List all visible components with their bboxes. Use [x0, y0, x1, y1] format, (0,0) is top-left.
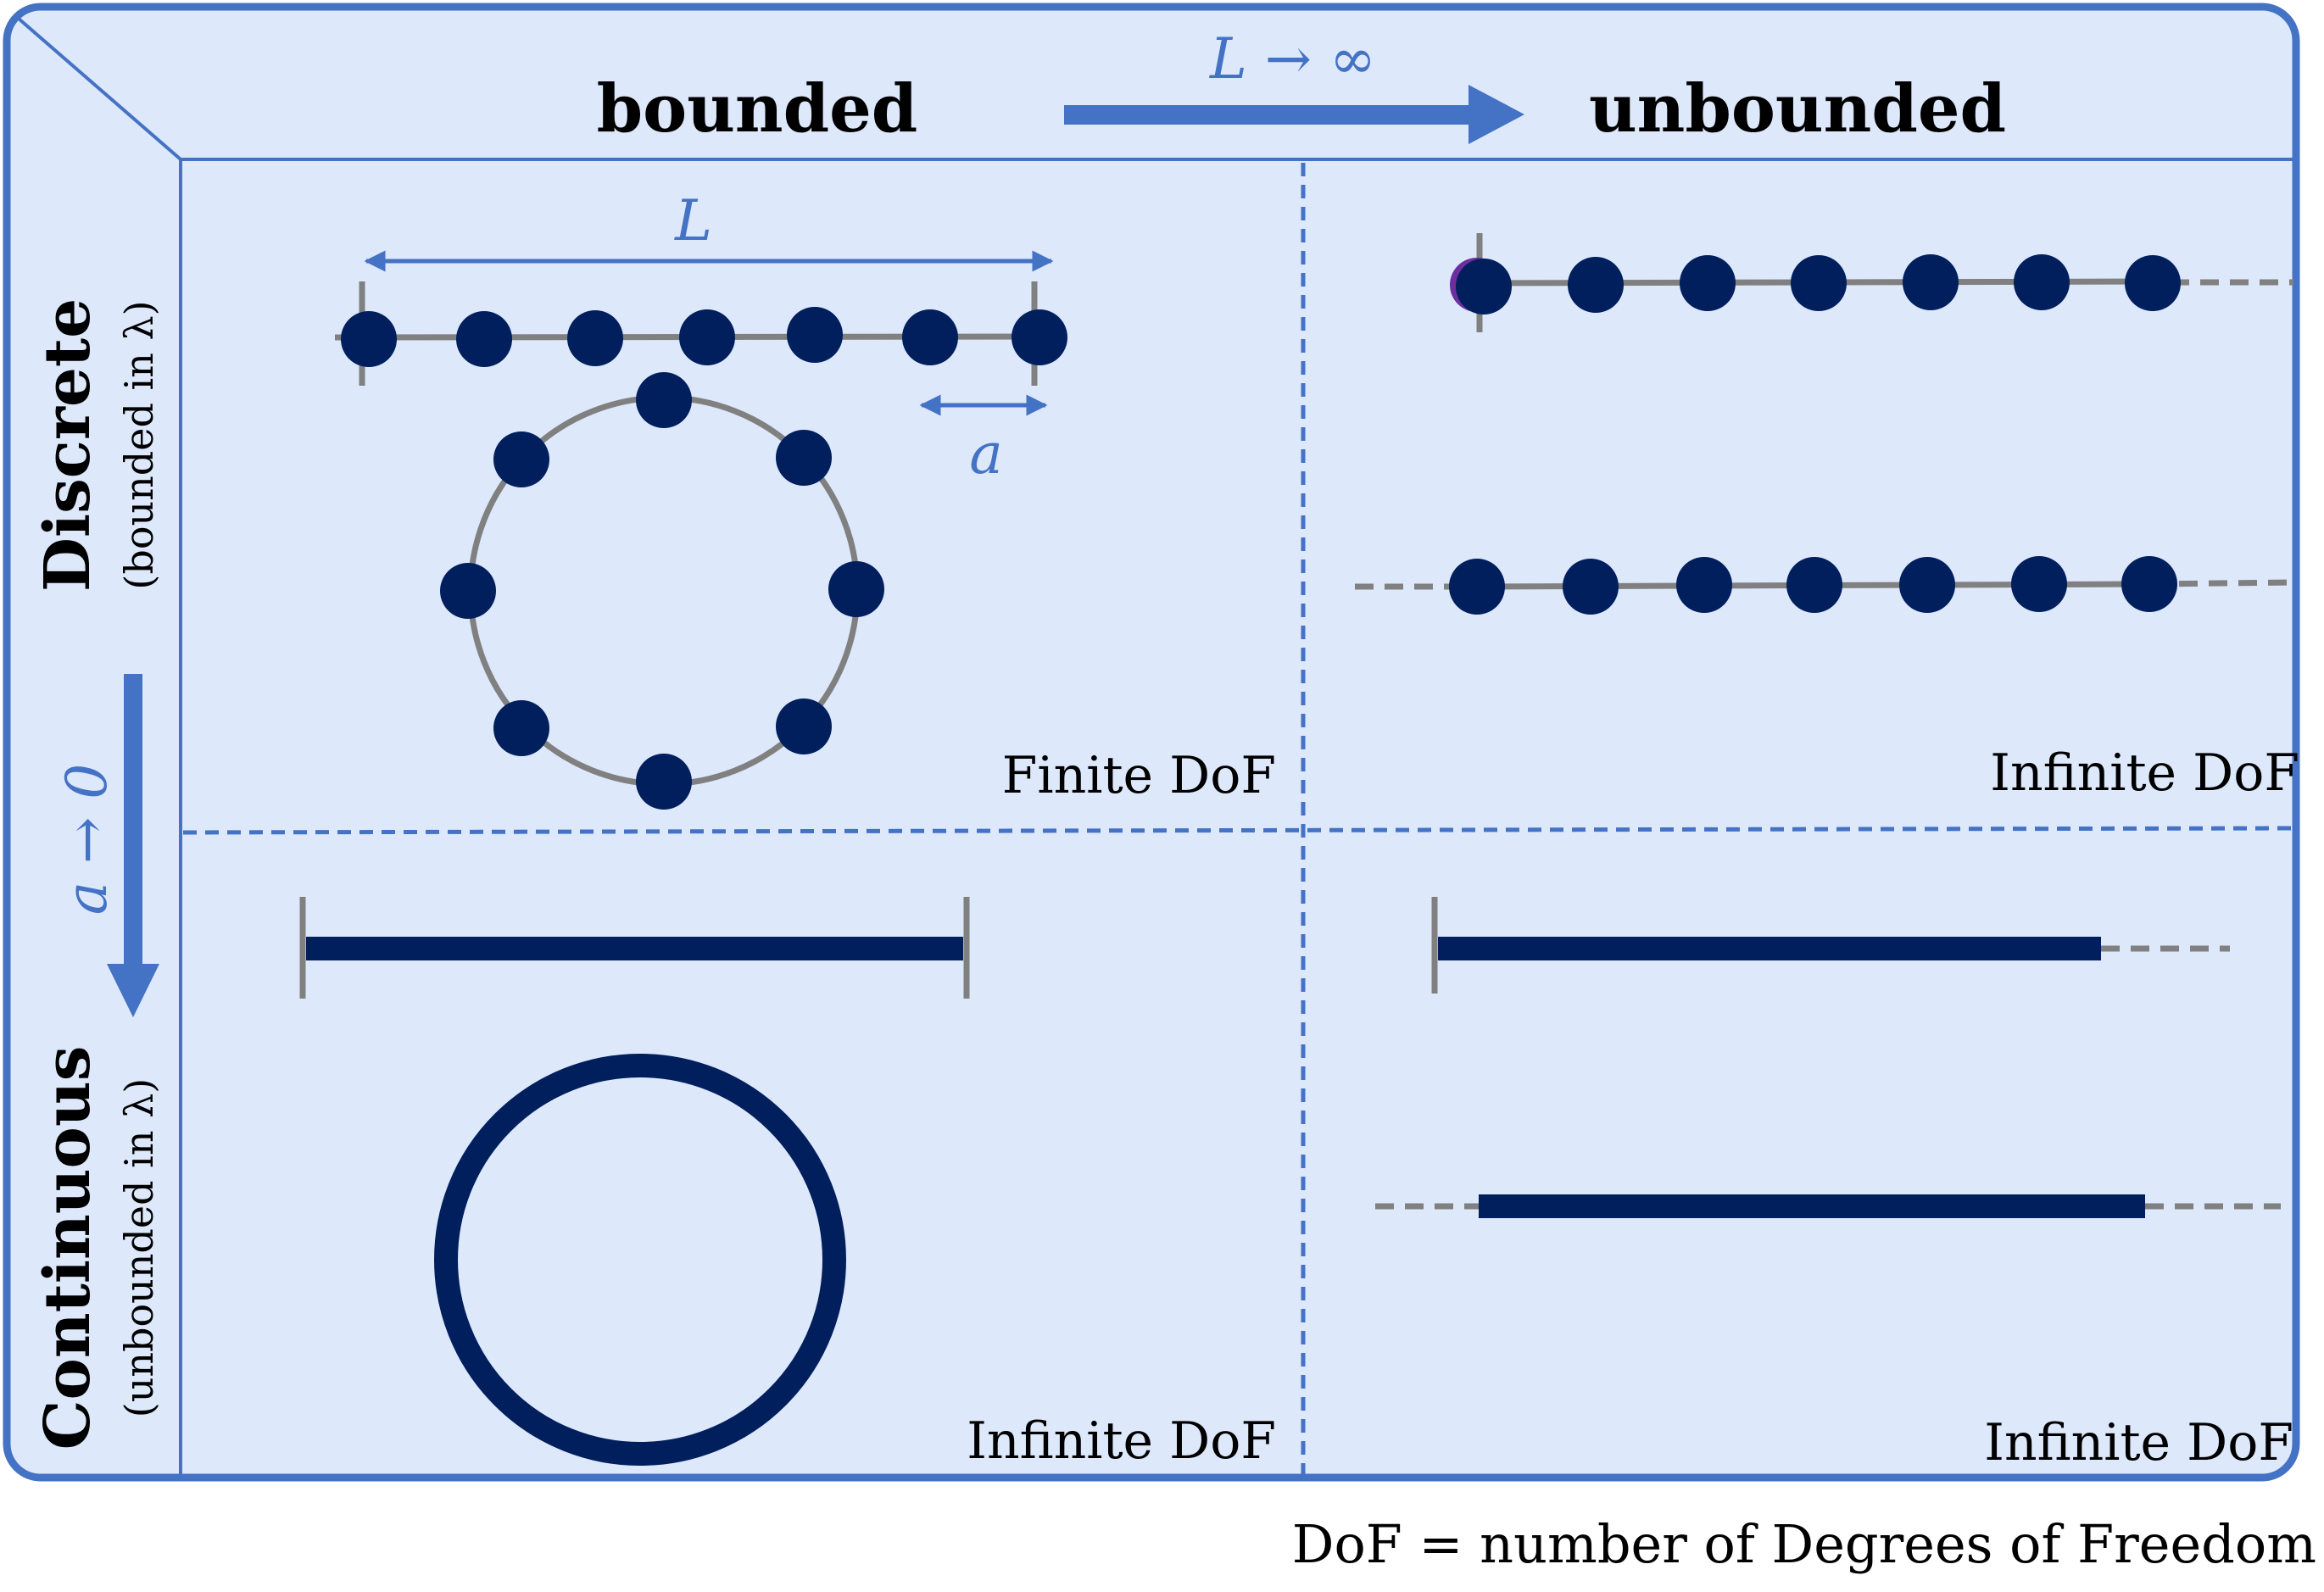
dof-discrete-unbounded: Infinite DoF	[1990, 743, 2299, 803]
row-label-continuous: Continuous	[31, 1046, 104, 1450]
length-L-label: L	[674, 188, 712, 253]
finite-ring-node	[776, 430, 832, 486]
finite-chain-node	[567, 310, 623, 366]
finite-ring-node	[636, 754, 692, 810]
finite-chain-node	[341, 311, 397, 367]
finite-ring-node	[493, 700, 549, 756]
header-bounded: bounded	[597, 70, 918, 148]
diagram-frame	[3, 3, 2300, 1482]
limit-L-arrow-head	[1469, 85, 1524, 144]
limit-a-arrow-head	[107, 964, 159, 1017]
finite-chain-node	[787, 307, 843, 363]
infinite-chain-node	[1899, 557, 1955, 613]
row-sublabel-discrete: (bounded in λ)	[116, 300, 162, 589]
header-unbounded: unbounded	[1589, 70, 2006, 148]
finite-ring-node	[828, 561, 884, 617]
half-infinite-chain-node	[2125, 255, 2181, 311]
half-infinite-chain-node	[1568, 257, 1624, 313]
infinite-chain-node	[1449, 559, 1505, 615]
finite-ring-node	[440, 563, 496, 619]
finite-ring-node	[493, 431, 549, 487]
row-label-discrete: Discrete	[31, 298, 104, 592]
half-infinite-chain-node	[1456, 259, 1512, 315]
finite-ring-node	[636, 372, 692, 428]
finite-chain-node	[679, 309, 735, 365]
spacing-a-label: a	[969, 421, 1002, 487]
finite-chain-node	[1012, 309, 1067, 365]
infinite-chain-node	[1563, 559, 1619, 615]
half-infinite-chain-node	[1791, 255, 1847, 311]
half-infinite-chain-node	[2014, 254, 2070, 310]
dof-continuous-unbounded: Infinite DoF	[1984, 1413, 2293, 1472]
dof-discrete-bounded: Finite DoF	[1002, 746, 1276, 805]
infinite-chain-node	[2011, 556, 2067, 612]
half-infinite-chain-nodes	[1450, 254, 2181, 315]
infinite-chain-node	[1676, 557, 1732, 613]
infinite-chain-node	[1786, 557, 1842, 613]
finite-chain-node	[902, 309, 958, 365]
dof-continuous-bounded: Infinite DoF	[967, 1411, 1276, 1471]
half-infinite-chain-node	[1903, 254, 1959, 310]
finite-chain-nodes	[341, 307, 1067, 367]
infinite-chain-nodes	[1449, 556, 2177, 615]
dof-footnote: DoF = number of Degrees of Freedom	[1292, 1513, 2316, 1575]
continuous-ring	[434, 1054, 846, 1466]
header-corner-diagonal	[17, 17, 182, 161]
limit-a-label: a → 0	[54, 764, 120, 916]
finite-chain-node	[456, 311, 512, 367]
infinite-chain-node	[2121, 556, 2177, 612]
limit-L-arrow-shaft	[1064, 105, 1475, 125]
half-infinite-chain-node	[1680, 255, 1736, 311]
finite-ring-node	[776, 699, 832, 754]
limit-L-label: L → ∞	[1209, 26, 1376, 92]
row-sublabel-continuous: (unbounded in λ)	[116, 1078, 162, 1417]
limit-a-arrow-shaft	[124, 674, 142, 971]
infinite-chain-right-dash	[2148, 579, 2294, 587]
finite-ring-nodes	[440, 372, 884, 810]
